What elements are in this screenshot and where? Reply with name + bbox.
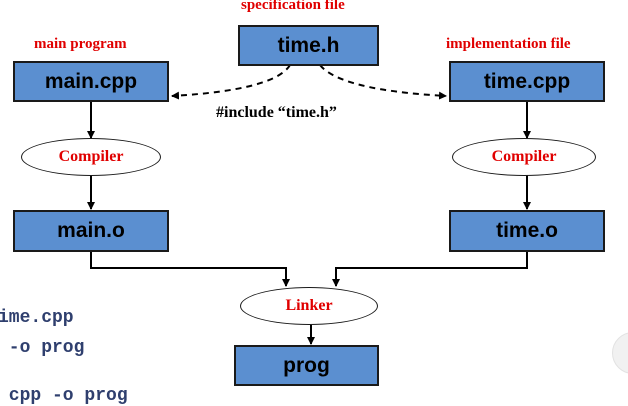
arrow-timeo-linker	[332, 251, 528, 287]
spec-file-label: specification file	[241, 0, 345, 13]
time-cpp-box: time.cpp	[449, 61, 605, 102]
include-arrow-right	[319, 64, 447, 100]
main-cpp-box: main.cpp	[13, 61, 169, 102]
code-line-2: -o prog	[0, 338, 85, 358]
linker-ellipse: Linker	[240, 287, 378, 325]
code-line-3: cpp -o prog	[0, 386, 128, 406]
time-h-box: time.h	[238, 25, 379, 66]
include-label: #include “time.h”	[216, 104, 337, 121]
include-arrow-left	[171, 64, 291, 100]
compiler-left-ellipse: Compiler	[21, 138, 161, 176]
main-o-box: main.o	[13, 210, 169, 252]
implementation-file-label: implementation file	[446, 36, 571, 52]
main-program-label: main program	[34, 36, 127, 52]
arrow-maino-linker	[90, 251, 290, 287]
prog-box: prog	[234, 345, 379, 386]
compiler-right-ellipse: Compiler	[452, 138, 596, 176]
code-line-1: ime.cpp	[0, 308, 74, 328]
time-o-box: time.o	[449, 210, 605, 252]
